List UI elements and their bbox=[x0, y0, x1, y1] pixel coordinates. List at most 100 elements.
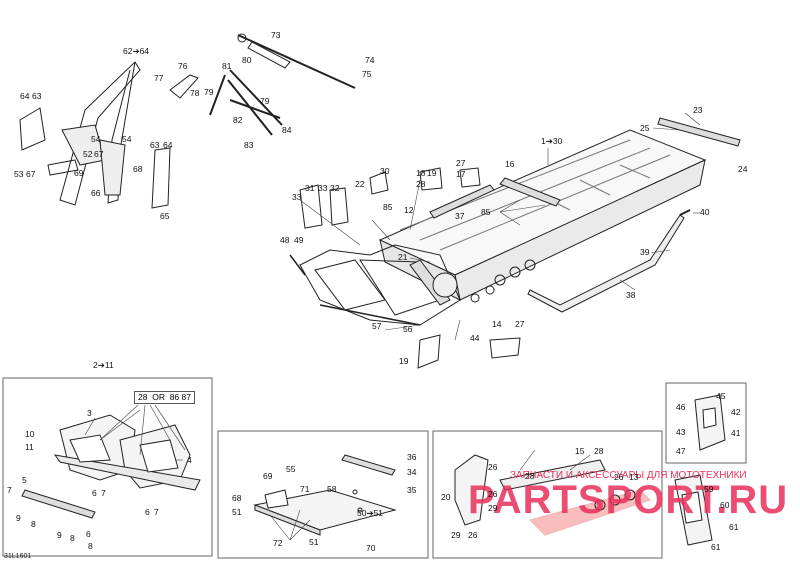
part-label: 36 bbox=[407, 452, 417, 462]
part-label: 56 bbox=[403, 324, 413, 334]
part-label: 13 bbox=[629, 472, 639, 482]
part-label: 7 bbox=[7, 485, 12, 495]
part-label: 60 bbox=[720, 500, 730, 510]
part-label: 9 bbox=[57, 530, 62, 540]
part-label: 63 bbox=[150, 140, 160, 150]
leader-lines bbox=[84, 112, 701, 541]
part-label: 27 bbox=[456, 158, 466, 168]
part-label: 6 bbox=[145, 507, 150, 517]
part-label: 54 bbox=[122, 134, 132, 144]
inset-side-view bbox=[454, 454, 651, 536]
part-label: 31 bbox=[305, 183, 315, 193]
part-label: 30 bbox=[380, 166, 390, 176]
part-label: 17 bbox=[456, 169, 466, 179]
part-label: 72 bbox=[273, 538, 283, 548]
part-label: 28 bbox=[525, 471, 535, 481]
part-label: 23 bbox=[693, 105, 703, 115]
part-label: 8 bbox=[88, 541, 93, 551]
part-label: 4 bbox=[187, 455, 192, 465]
part-label: 37 bbox=[455, 211, 465, 221]
part-label: 71 bbox=[300, 484, 310, 494]
or-box: 28 OR 86 87 bbox=[134, 391, 195, 404]
part-label: 21 bbox=[398, 252, 408, 262]
part-label: 82 bbox=[233, 115, 243, 125]
part-label: 49 bbox=[294, 235, 304, 245]
part-label: 63 bbox=[32, 91, 42, 101]
a-arms bbox=[209, 69, 283, 136]
part-label: 40 bbox=[700, 207, 710, 217]
steering-rod bbox=[237, 33, 356, 89]
part-label: 43 bbox=[676, 427, 686, 437]
part-label: 51 bbox=[309, 537, 319, 547]
part-label: 62➔64 bbox=[123, 46, 150, 56]
part-label: 1➔30 bbox=[541, 136, 563, 146]
inset-bottom-pan bbox=[253, 454, 397, 536]
watermark-logo: PARTSPORT.RU bbox=[468, 478, 789, 522]
part-label: 26 bbox=[468, 530, 478, 540]
part-label: 22 bbox=[355, 179, 365, 189]
part-label: 58 bbox=[327, 484, 337, 494]
part-label: 10 bbox=[25, 429, 35, 439]
part-label: 9 bbox=[16, 513, 21, 523]
part-label: 74 bbox=[365, 55, 375, 65]
part-label: 7 bbox=[101, 488, 106, 498]
part-label: 79 bbox=[260, 96, 270, 106]
part-label: 80 bbox=[242, 55, 252, 65]
part-label: 18 bbox=[416, 168, 426, 178]
inset-front-frame bbox=[21, 404, 201, 519]
part-label: 85 bbox=[481, 207, 491, 217]
part-label: 26 bbox=[488, 462, 498, 472]
part-label: 33 bbox=[318, 183, 328, 193]
front-frame-main bbox=[289, 244, 461, 326]
part-label: 3 bbox=[87, 408, 92, 418]
part-label: 59 bbox=[704, 484, 714, 494]
part-label: 38 bbox=[626, 290, 636, 300]
part-label: 67 bbox=[94, 149, 104, 159]
part-label: 14 bbox=[492, 319, 502, 329]
part-label: 28 bbox=[594, 446, 604, 456]
part-label: 75 bbox=[362, 69, 372, 79]
part-label: 45 bbox=[716, 391, 726, 401]
part-label: 79 bbox=[204, 87, 214, 97]
part-label: 69 bbox=[74, 168, 84, 178]
part-label: 54 bbox=[91, 134, 101, 144]
rear-bracket bbox=[674, 474, 713, 546]
shock-rod bbox=[169, 74, 199, 99]
part-label: 26 bbox=[614, 472, 624, 482]
part-label: 6 bbox=[92, 488, 97, 498]
part-label: 32 bbox=[330, 183, 340, 193]
part-label: 8 bbox=[70, 533, 75, 543]
part-label: 78 bbox=[190, 88, 200, 98]
part-label: 61 bbox=[729, 522, 739, 532]
part-label: 81 bbox=[222, 61, 232, 71]
part-label: 19 bbox=[427, 168, 437, 178]
part-label: 20 bbox=[441, 492, 451, 502]
part-label: 83 bbox=[244, 140, 254, 150]
part-label: 57 bbox=[372, 321, 382, 331]
part-label: 65 bbox=[160, 211, 170, 221]
part-label: 53 bbox=[14, 169, 24, 179]
part-label: 68 bbox=[133, 164, 143, 174]
part-label: 12 bbox=[404, 205, 414, 215]
part-label: 16 bbox=[505, 159, 515, 169]
part-label: 27 bbox=[515, 319, 525, 329]
part-label: 64 bbox=[20, 91, 30, 101]
part-label: 7 bbox=[154, 507, 159, 517]
part-label: 19 bbox=[399, 356, 409, 366]
small-brackets bbox=[299, 167, 521, 369]
part-label: 25 bbox=[640, 123, 650, 133]
part-label: 44 bbox=[470, 333, 480, 343]
part-label: 11 bbox=[25, 442, 34, 452]
part-label: 73 bbox=[271, 30, 281, 40]
part-label: 48 bbox=[280, 235, 290, 245]
inset-bracket bbox=[694, 394, 726, 451]
part-label: 29 bbox=[451, 530, 461, 540]
part-label: 69 bbox=[263, 471, 273, 481]
inset-header: 2➔11 bbox=[93, 360, 114, 370]
part-label: 70 bbox=[366, 543, 376, 553]
part-label: 6 bbox=[86, 529, 91, 539]
brace-rod bbox=[527, 209, 691, 313]
part-label: 41 bbox=[731, 428, 741, 438]
